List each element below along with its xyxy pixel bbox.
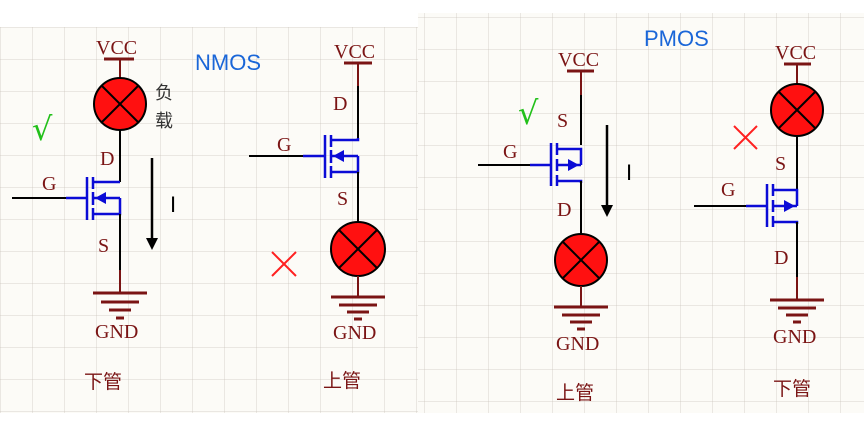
pmos-schematic-panel <box>418 13 864 413</box>
check-mark-icon: √ <box>518 94 539 132</box>
vcc-label: VCC <box>96 37 137 59</box>
source-label: S <box>557 110 568 132</box>
current-arrow-icon <box>601 125 613 217</box>
pmos-title: PMOS <box>644 26 709 51</box>
load-lamp-icon <box>554 233 608 287</box>
gnd-symbol <box>331 276 385 321</box>
gnd-symbol <box>93 270 147 320</box>
vcc-label: VCC <box>775 42 816 64</box>
gate-label: G <box>42 173 56 195</box>
nmos-schematic-panel <box>0 27 418 413</box>
drain-label: D <box>100 148 114 170</box>
vcc-label: VCC <box>558 49 599 71</box>
drain-label: D <box>557 199 571 221</box>
circuit-nmos-low-side: VCC 负载 √ D G S <box>12 37 176 393</box>
nmos-title: NMOS <box>195 50 261 75</box>
caption-low-side: 下管 <box>84 371 122 393</box>
pmos-transistor-icon <box>746 184 799 227</box>
circuit-pmos-high-side: VCC S √ G D <box>478 49 632 404</box>
gnd-symbol <box>554 286 608 331</box>
gnd-label: GND <box>95 321 138 343</box>
circuit-pmos-low-side: VCC S G D <box>694 42 824 400</box>
cross-mark-icon <box>271 251 297 277</box>
load-lamp-icon <box>770 83 824 137</box>
vcc-symbol <box>344 61 372 86</box>
gnd-label: GND <box>773 326 816 348</box>
source-label: S <box>775 153 786 175</box>
source-label: S <box>98 235 109 257</box>
drain-label: D <box>333 93 347 115</box>
pmos-transistor-icon <box>530 143 583 186</box>
caption-high-side: 上管 <box>556 382 594 404</box>
check-mark-icon: √ <box>32 110 53 148</box>
current-arrow-icon <box>146 158 158 250</box>
load-lamp-icon <box>330 221 386 277</box>
caption-high-side: 上管 <box>323 370 361 392</box>
nmos-transistor-icon <box>303 135 360 178</box>
circuit-nmos-high-side: VCC D G S <box>249 41 386 392</box>
cross-mark-icon <box>733 125 758 150</box>
gate-label: G <box>721 179 735 201</box>
gnd-symbol <box>770 277 824 324</box>
drain-label: D <box>774 247 788 269</box>
load-lamp-icon <box>93 77 147 131</box>
current-label: I <box>626 160 632 185</box>
gate-label: G <box>503 141 517 163</box>
source-label: S <box>337 188 348 210</box>
nmos-transistor-icon <box>66 177 122 220</box>
load-label-char-1: 负 <box>155 83 173 104</box>
vcc-label: VCC <box>334 41 375 63</box>
gate-label: G <box>277 134 291 156</box>
gnd-label: GND <box>556 333 599 355</box>
load-label-char-2: 载 <box>155 111 173 132</box>
current-label: I <box>170 192 176 217</box>
gnd-label: GND <box>333 322 376 344</box>
vcc-symbol <box>567 69 594 95</box>
load-label: 负载 <box>155 83 173 132</box>
caption-low-side: 下管 <box>773 378 811 400</box>
